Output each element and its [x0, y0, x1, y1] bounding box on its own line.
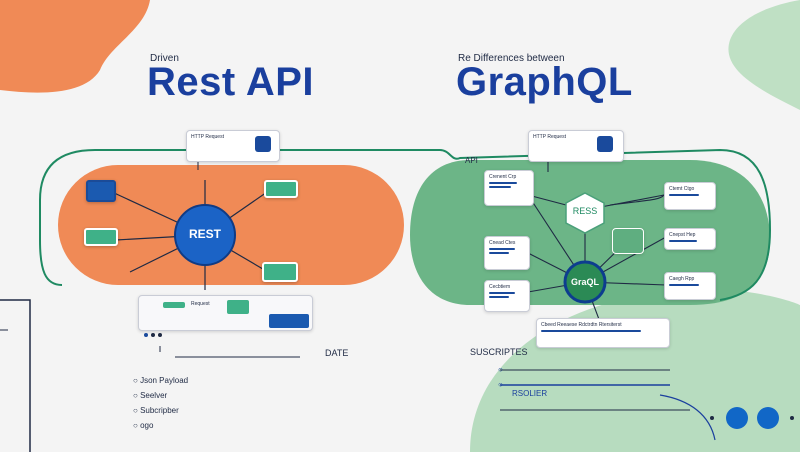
- rest-node-top-left[interactable]: [86, 180, 116, 202]
- blue-dot-right: [757, 407, 779, 429]
- rest-request-card: Request: [138, 295, 313, 331]
- rest-hub-label: REST: [188, 227, 221, 241]
- green-corner-blob: [728, 0, 800, 110]
- rest-node-low-right[interactable]: [262, 262, 298, 282]
- graphql-card-mid-right[interactable]: Cnepst Hep: [664, 228, 716, 250]
- graphql-card-bottom[interactable]: Cbeed Reeaese Rdctrdtn Rtersiterst: [536, 318, 670, 348]
- rest-small-dots: [144, 326, 165, 344]
- rest-hub-circle: [174, 204, 236, 266]
- outline-loop: [39, 148, 772, 301]
- rest-request-label: Request: [191, 301, 210, 307]
- orange-corner-blob: [0, 0, 150, 93]
- graphql-curve: [659, 394, 716, 441]
- graphql-hub-circle: [563, 260, 607, 304]
- rest-node-top-right[interactable]: [264, 180, 298, 198]
- blue-dot-left: [726, 407, 748, 429]
- graphql-title: GraphQL: [456, 60, 633, 104]
- graphql-card-low-right[interactable]: Caegh Rpp: [664, 272, 716, 300]
- graphql-small-tag[interactable]: [612, 228, 644, 254]
- graphql-kicker: Re Differences between: [458, 53, 565, 64]
- subscriptions-label: SUSCRIPTES: [470, 347, 528, 357]
- subscription-icon: ○: [498, 365, 503, 374]
- left-bracket: [0, 299, 31, 452]
- rest-list-item-4: ○ ogo: [133, 421, 154, 430]
- graphql-api-label: API: [465, 156, 478, 165]
- request-blue-tag[interactable]: [269, 314, 309, 328]
- graphql-card-top-left[interactable]: Crenent Crp: [484, 170, 534, 206]
- rest-list-item-1: ○ Json Payload: [133, 376, 189, 385]
- graphql-card-top-right[interactable]: Ctemt Ctgo: [664, 182, 716, 210]
- rest-kicker: Driven: [150, 53, 179, 64]
- graphql-card-low-left[interactable]: Cecbtiem: [484, 280, 530, 312]
- graphql-http-card: HTTP Request: [528, 130, 624, 162]
- rest-http-card: HTTP Request: [186, 130, 280, 162]
- resolver-icon: ○: [498, 380, 503, 389]
- rest-list-item-2: ○ Seelver: [133, 391, 168, 400]
- resolver-label: RSOLIER: [512, 389, 548, 398]
- request-button[interactable]: [227, 300, 249, 314]
- request-chip: [163, 302, 185, 308]
- ress-hexagon: [565, 192, 605, 234]
- graphql-hub-label: GraQL: [570, 277, 599, 287]
- rest-http-label: HTTP Request: [191, 134, 224, 140]
- rest-list-item-3: ○ Subcripber: [133, 406, 179, 415]
- rest-node-mid-left[interactable]: [84, 228, 118, 246]
- ress-node-label: RESS: [572, 206, 598, 216]
- rest-title: Rest API: [147, 60, 315, 104]
- graphql-http-icon: [597, 136, 613, 152]
- graphql-http-label: HTTP Request: [533, 134, 566, 140]
- graphql-card-mid-left[interactable]: Cnead Ctes: [484, 236, 530, 270]
- rest-http-icon: [255, 136, 271, 152]
- rest-date-label: DATE: [325, 348, 349, 358]
